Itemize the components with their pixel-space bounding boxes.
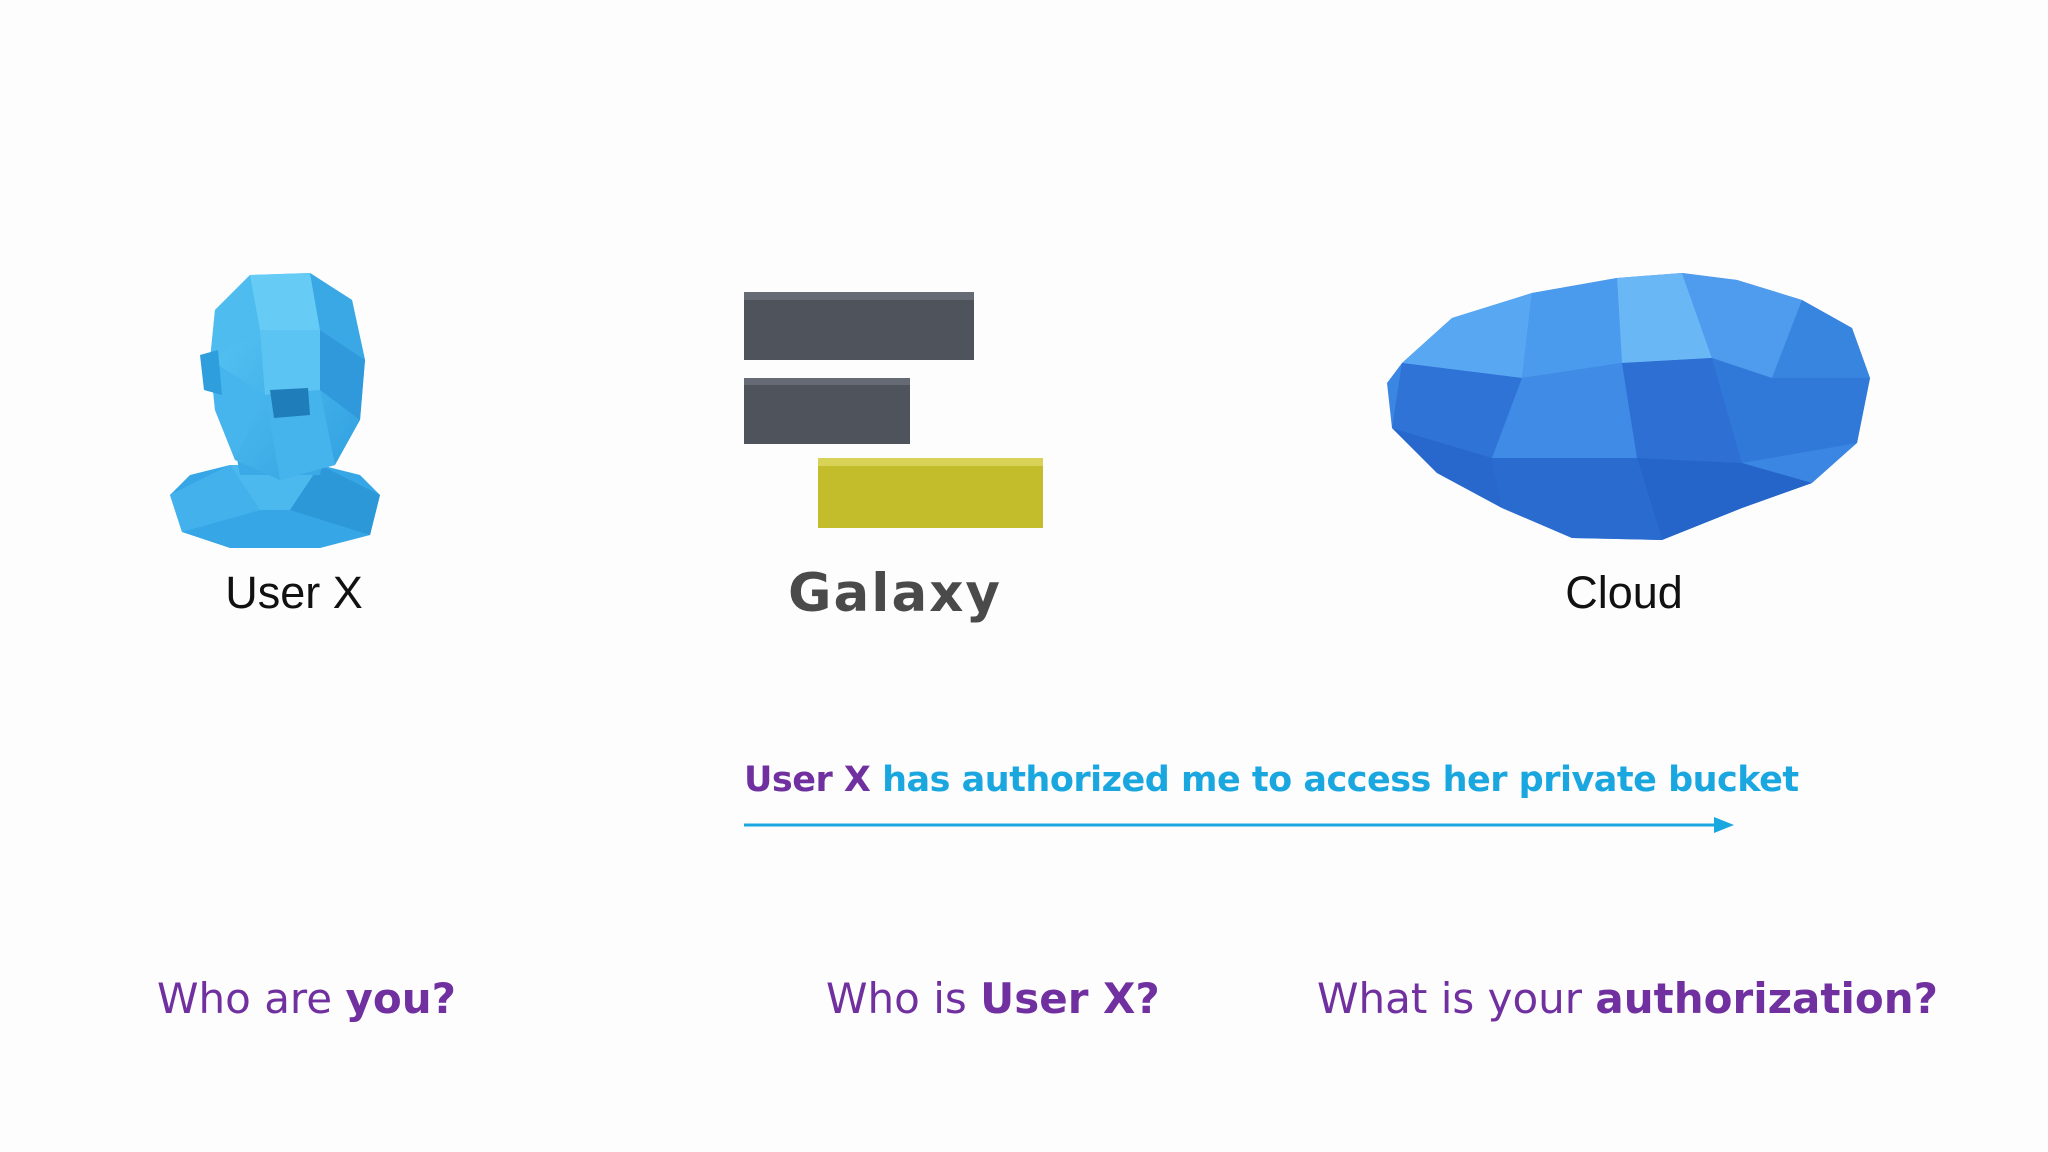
message-subject: User X: [744, 760, 871, 800]
question-galaxy: Who is User X?: [826, 974, 1160, 1023]
authorization-message: User X has authorized me to access her p…: [744, 760, 1799, 800]
request-arrow: [744, 817, 1734, 833]
question-cloud-text: What is your: [1317, 974, 1596, 1023]
galaxy-label: Galaxy: [788, 563, 1002, 624]
galaxy-logo-icon: [744, 292, 1043, 528]
cloud-label: Cloud: [1565, 567, 1683, 618]
message-object: to access her private bucket: [1251, 760, 1799, 800]
cloud-icon: [1387, 273, 1870, 540]
person-head-icon: [170, 273, 380, 548]
question-cloud-emphasis: authorization?: [1595, 974, 1938, 1023]
question-user-text: Who are: [157, 974, 346, 1023]
message-verb: has authorized me: [882, 760, 1241, 800]
question-galaxy-emphasis: User X?: [980, 974, 1160, 1023]
question-cloud: What is your authorization?: [1317, 974, 1938, 1023]
user-label: User X: [225, 567, 363, 618]
question-galaxy-text: Who is: [826, 974, 981, 1023]
question-user: Who are you?: [157, 974, 456, 1023]
question-user-emphasis: you?: [345, 974, 456, 1023]
